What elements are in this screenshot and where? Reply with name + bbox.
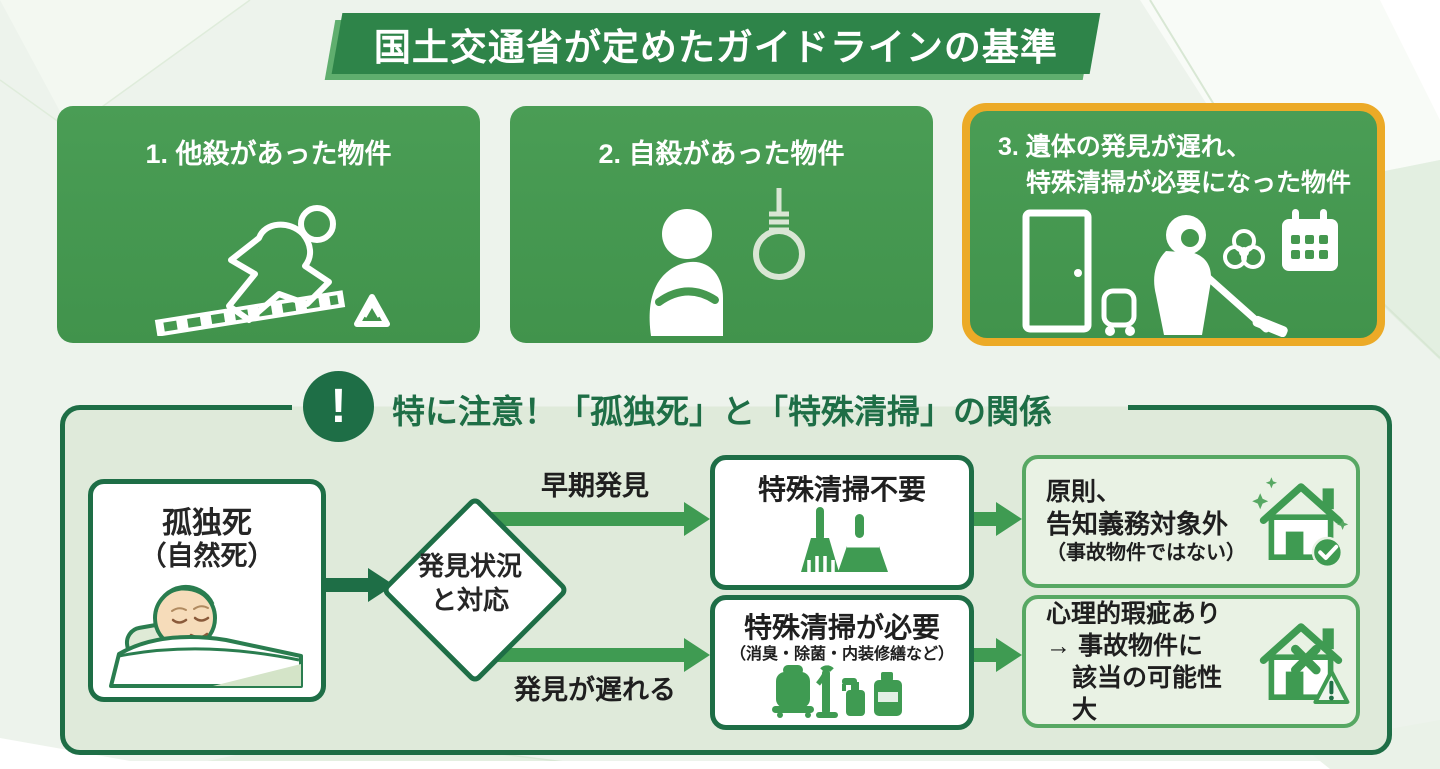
house-x-warning-icon xyxy=(1246,609,1356,715)
result-no-disclosure-line2: 告知義務対象外 xyxy=(1046,509,1229,540)
decision-label: 発見状況 と対応 xyxy=(378,550,562,618)
early-discovery-label: 早期発見 xyxy=(541,471,649,501)
result-stigma-line3: 該当の可能性大 xyxy=(1072,663,1223,724)
exclamation-icon: ! xyxy=(303,371,374,442)
cleaning-needed-title: 特殊清掃が必要 xyxy=(743,612,940,643)
hazmat-cleaning-icon xyxy=(1022,209,1338,337)
arrow-early-branch xyxy=(462,512,684,526)
house-check-icon xyxy=(1246,469,1356,575)
late-discovery-label: 発見が遅れる xyxy=(514,675,676,705)
result-stigma-text: 心理的瑕疵あり → 事故物件に 該当の可能性大 xyxy=(1026,598,1246,726)
broom-dustpan-icon xyxy=(801,507,888,572)
no-cleaning-title: 特殊清掃不要 xyxy=(757,474,926,505)
criteria-card-murder: 1. 他殺があった物件 xyxy=(57,106,480,343)
cleaning-needed-subtitle: （消臭・除菌・内装修繕など） xyxy=(729,646,954,663)
murder-card-label: 1. 他殺があった物件 xyxy=(145,139,392,169)
decision-label-line2: と対応 xyxy=(430,584,509,615)
despair-person-noose-icon xyxy=(649,188,805,336)
criteria-card-suicide: 2. 自殺があった物件 xyxy=(510,106,933,343)
suicide-card-label: 2. 自殺があった物件 xyxy=(598,139,845,169)
special-cleaning-card-surface: 3. 遺体の発見が遅れ、 特殊清掃が必要になった物件 xyxy=(970,111,1377,338)
attention-header-backdrop xyxy=(292,370,1128,444)
arrow-start-to-decision xyxy=(312,578,368,592)
result-stigma-line1: 心理的瑕疵あり xyxy=(1046,599,1222,628)
no-cleaning-box: 特殊清掃不要 xyxy=(710,455,974,590)
lonely-death-box: 孤独死 （自然死） xyxy=(88,479,326,702)
cleaning-needed-box: 特殊清掃が必要 （消臭・除菌・内装修繕など） xyxy=(710,595,974,730)
exclamation-glyph: ! xyxy=(330,380,347,433)
result-no-disclosure-box: 原則、 告知義務対象外 （事故物件ではない） xyxy=(1022,455,1360,588)
result-stigma-line2: → 事故物件に xyxy=(1046,631,1203,660)
result-no-disclosure-text: 原則、 告知義務対象外 （事故物件ではない） xyxy=(1026,476,1246,567)
result-no-disclosure-line3: （事故物件ではない） xyxy=(1046,542,1246,565)
lonely-death-label-line1: 孤独死 xyxy=(162,507,252,540)
lonely-death-label-line2: （自然死） xyxy=(139,541,275,571)
attention-title: 特に注意！「孤独死」と「特殊清掃」の関係 xyxy=(392,393,1052,430)
title-banner: 国土交通省が定めたガイドラインの基準 xyxy=(331,13,1101,74)
special-cleaning-card-label: 3. 遺体の発見が遅れ、 特殊清掃が必要になった物件 xyxy=(998,129,1351,202)
decision-label-line1: 発見状況 xyxy=(417,551,522,581)
chalk-outline-icon xyxy=(154,205,390,336)
cleaning-tools-icon xyxy=(772,665,902,718)
criteria-card-special-cleaning: 3. 遺体の発見が遅れ、 特殊清掃が必要になった物件 xyxy=(962,103,1385,346)
elderly-sleeping-illustration xyxy=(109,584,303,688)
page-title: 国土交通省が定めたガイドラインの基準 xyxy=(374,26,1058,68)
arrow-late-branch xyxy=(462,648,684,662)
special-cleaning-label-line1: 3. 遺体の発見が遅れ、 xyxy=(998,133,1252,161)
special-cleaning-label-line2: 特殊清掃が必要になった物件 xyxy=(1026,169,1352,198)
result-stigma-box: 心理的瑕疵あり → 事故物件に 該当の可能性大 xyxy=(1022,595,1360,728)
result-no-disclosure-line1: 原則、 xyxy=(1046,478,1122,507)
